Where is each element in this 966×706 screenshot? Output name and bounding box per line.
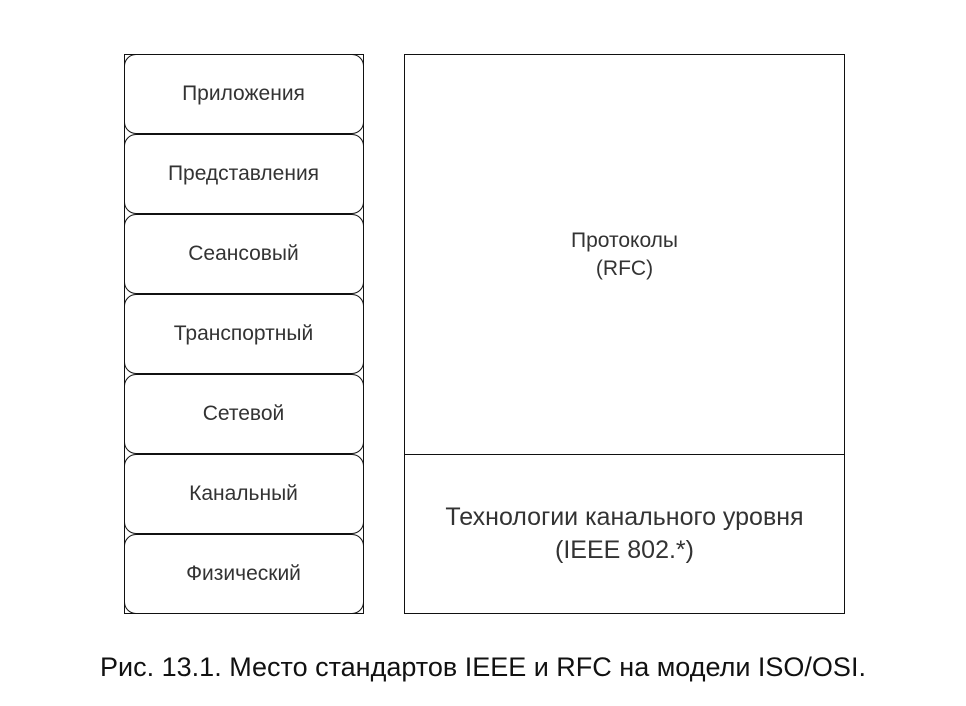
- link-technologies-box: Технологии канального уровня (IEEE 802.*…: [404, 454, 845, 614]
- osi-layer-session: Сеансовый: [123, 213, 364, 294]
- osi-layer-network: Сетевой: [123, 373, 364, 454]
- osi-layer-presentation: Представления: [123, 133, 364, 214]
- osi-layer-physical: Физический: [123, 533, 364, 614]
- osi-layer-label: Представления: [167, 161, 320, 185]
- figure-caption: Рис. 13.1. Место стандартов IEEE и RFC н…: [100, 652, 866, 682]
- rfc-label: (RFC): [595, 256, 654, 280]
- osi-layer-application: Приложения: [123, 53, 364, 134]
- osi-layer-data-link: Канальный: [123, 453, 364, 534]
- osi-layer-label: Приложения: [182, 81, 305, 105]
- osi-layer-stack: Приложения Представления Сеансовый Транс…: [123, 53, 364, 614]
- protocols-rfc-box: Протоколы (RFC): [404, 54, 845, 455]
- osi-layer-label: Сеансовый: [188, 241, 299, 265]
- ieee-label: (IEEE 802.*): [555, 536, 694, 564]
- osi-layer-label: Физический: [186, 561, 301, 585]
- link-technologies-label: Технологии канального уровня: [445, 503, 804, 531]
- osi-layer-label: Канальный: [189, 481, 298, 505]
- protocols-label: Протоколы: [570, 228, 679, 252]
- osi-layer-label: Сетевой: [202, 401, 285, 425]
- osi-layer-transport: Транспортный: [123, 293, 364, 374]
- osi-layer-label: Транспортный: [173, 321, 314, 345]
